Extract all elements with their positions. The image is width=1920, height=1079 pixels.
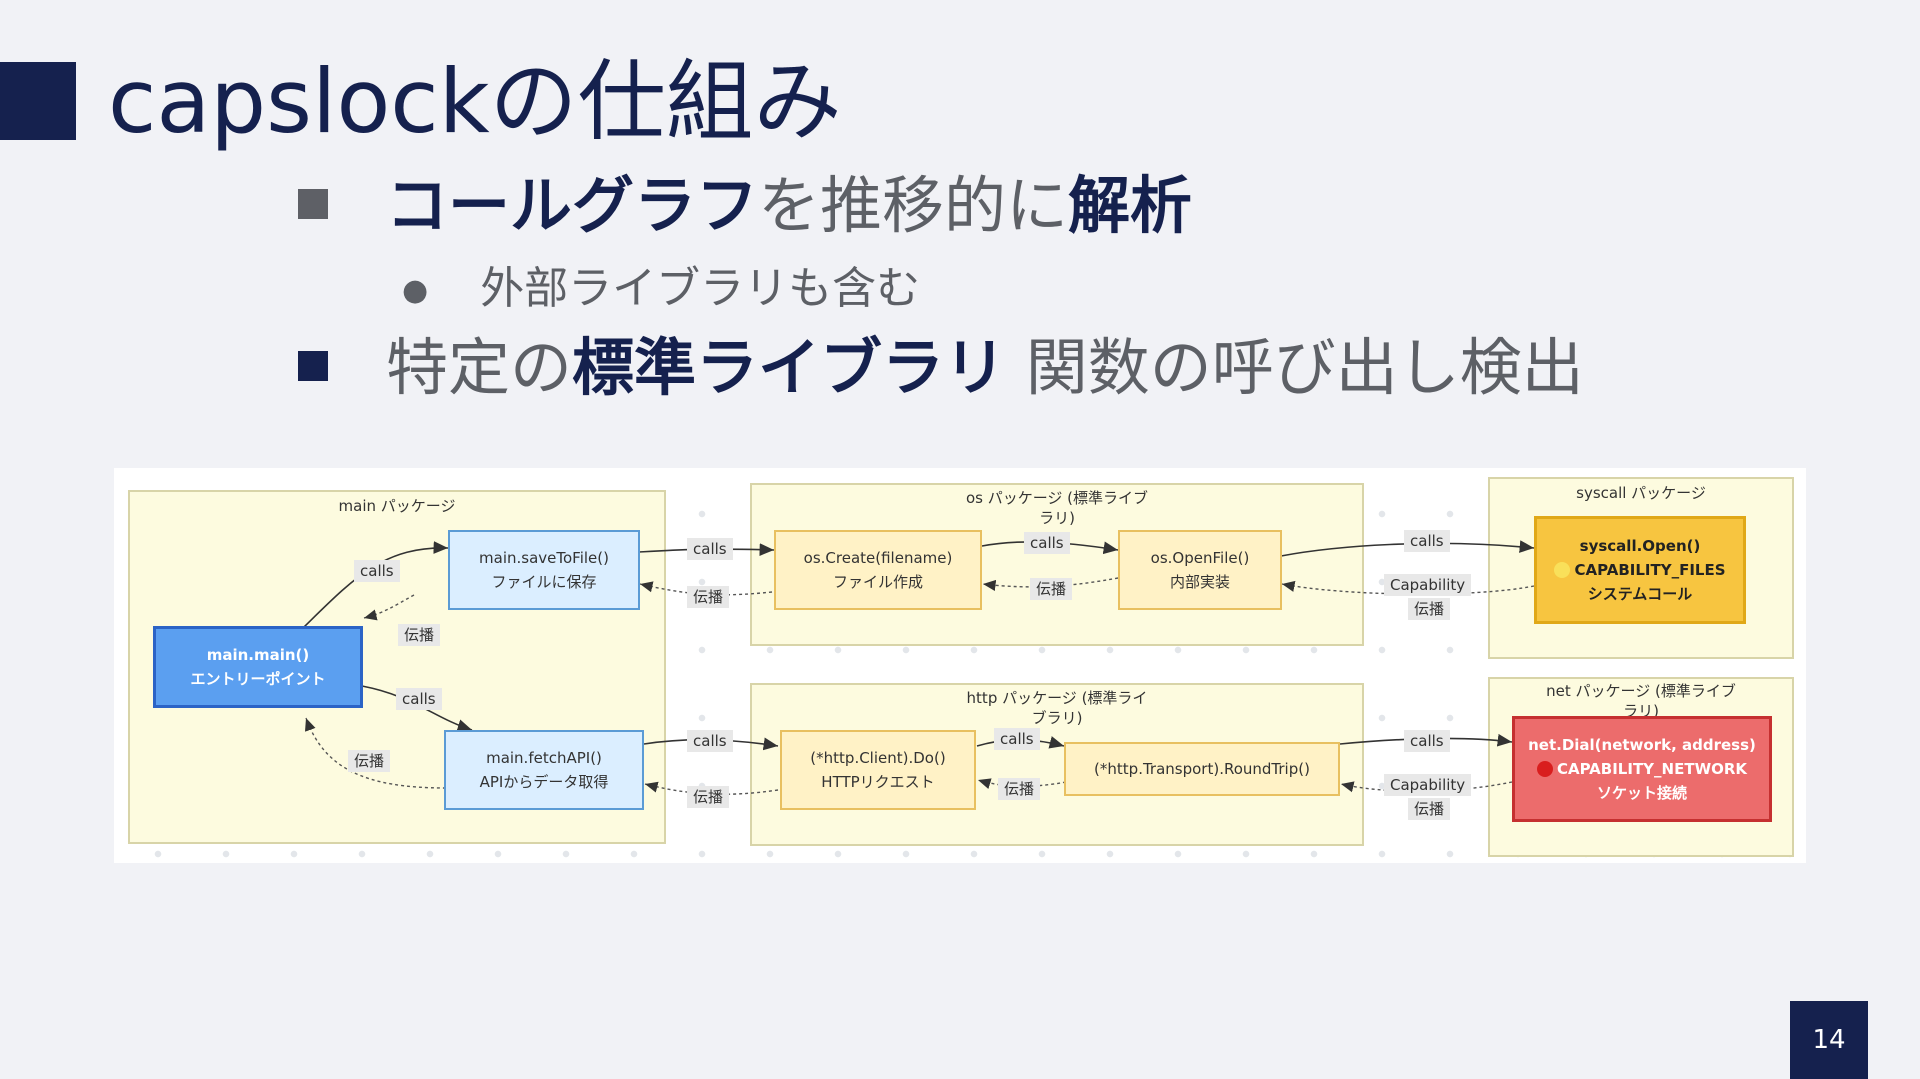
node-syscall-open-name: syscall.Open()	[1579, 537, 1701, 555]
sub-bullet: ● 外部ライブラリも含む	[402, 260, 920, 320]
edge-label-propagate: 伝播	[348, 750, 391, 772]
node-os-open-name: os.OpenFile()	[1150, 549, 1250, 567]
edge-label-propagate: 伝播	[998, 778, 1041, 800]
bullet-2-pre: 特定の	[386, 331, 573, 404]
node-os-create-name: os.Create(filename)	[803, 549, 953, 567]
node-syscall-open-desc: システムコール	[1587, 585, 1693, 603]
edge-label-propagate: 伝播	[398, 624, 441, 646]
bullet-1-bold-2: 解析	[1068, 169, 1193, 242]
edge-label-calls: calls	[396, 688, 442, 710]
edge-label-capability-propagate: 伝播	[1408, 798, 1451, 820]
slide-title: capslockの仕組み	[108, 50, 842, 153]
node-main-main: main.main() エントリーポイント	[153, 626, 363, 708]
node-http-client-do: (*http.Client).Do() HTTPリクエスト	[780, 730, 976, 810]
node-net-dial-desc: ソケット接続	[1596, 784, 1687, 802]
node-os-open-desc: 内部実装	[1169, 573, 1230, 591]
node-net-dial: net.Dial(network, address) CAPABILITY_NE…	[1512, 716, 1772, 822]
bullet-2-bold: 標準ライブラリ	[572, 331, 1007, 404]
edge-label-calls: calls	[687, 730, 733, 752]
node-save-to-file: main.saveToFile() ファイルに保存	[448, 530, 640, 610]
node-roundtrip-name: (*http.Transport).RoundTrip()	[1094, 760, 1310, 778]
bullet-square-icon	[298, 350, 328, 381]
edge-propagate-syscall-to-open	[1281, 580, 1535, 595]
capability-files-label: CAPABILITY_FILES	[1574, 561, 1726, 579]
edge-label-capability: Capability	[1384, 574, 1472, 596]
node-os-create: os.Create(filename) ファイル作成	[774, 530, 982, 610]
bullet-1: コールグラフを推移的に解析	[298, 168, 1192, 244]
bullet-2: 特定の標準ライブラリ 関数の呼び出し検出	[298, 330, 1584, 406]
node-http-do-desc: HTTPリクエスト	[821, 773, 935, 791]
bullet-square-icon	[298, 188, 328, 219]
node-save-desc: ファイルに保存	[491, 573, 597, 591]
edge-label-calls: calls	[687, 538, 733, 560]
package-net-label: net パッケージ (標準ライブ ラリ)	[1546, 682, 1736, 720]
edge-label-propagate: 伝播	[687, 786, 730, 808]
node-fetch-name: main.fetchAPI()	[486, 749, 602, 767]
edge-propagate-create-to-save	[639, 581, 773, 596]
edge-label-calls: calls	[994, 728, 1040, 750]
node-main-main-desc: エントリーポイント	[190, 670, 326, 688]
package-http-label: http パッケージ (標準ライ ブラリ)	[966, 689, 1148, 727]
node-roundtrip: (*http.Transport).RoundTrip()	[1064, 742, 1340, 796]
node-http-do-name: (*http.Client).Do()	[810, 749, 946, 767]
edge-open-to-syscall	[1280, 540, 1535, 557]
node-syscall-open: syscall.Open() CAPABILITY_FILES システムコール	[1534, 516, 1746, 624]
edge-label-calls: calls	[1404, 730, 1450, 752]
edge-propagate-open-to-create	[982, 577, 1119, 592]
node-syscall-open-capability: CAPABILITY_FILES	[1554, 558, 1726, 582]
red-circle-icon	[1536, 760, 1553, 777]
bullet-2-text: 関数の呼び出し検出	[1006, 331, 1584, 404]
sub-bullet-text: 外部ライブラリも含む	[480, 263, 921, 314]
edge-label-capability-propagate: 伝播	[1408, 598, 1451, 620]
edge-propagate-roundtrip-to-do	[977, 778, 1067, 790]
package-main-label: main パッケージ	[338, 497, 456, 515]
capability-network-label: CAPABILITY_NETWORK	[1556, 760, 1748, 778]
edge-label-capability: Capability	[1384, 774, 1472, 796]
edge-label-calls: calls	[1404, 530, 1450, 552]
node-os-create-desc: ファイル作成	[832, 573, 923, 591]
call-graph-diagram: main パッケージ os パッケージ (標準ライブ ラリ) http パッケー…	[114, 468, 1806, 863]
edge-label-calls: calls	[1024, 532, 1070, 554]
sub-bullet-dot-icon: ●	[402, 273, 429, 308]
title-accent-bar	[0, 62, 76, 140]
node-save-name: main.saveToFile()	[479, 549, 609, 567]
yellow-circle-icon	[1554, 561, 1571, 578]
node-net-dial-capability: CAPABILITY_NETWORK	[1536, 757, 1748, 781]
package-syscall-label: syscall パッケージ	[1576, 484, 1706, 502]
node-main-main-name: main.main()	[206, 646, 310, 664]
page-number: 14	[1790, 1001, 1868, 1079]
node-os-openfile: os.OpenFile() 内部実装	[1118, 530, 1282, 610]
bullet-1-text: を推移的に	[758, 169, 1069, 242]
edge-propagate-save-to-main	[363, 594, 415, 621]
node-net-dial-name: net.Dial(network, address)	[1528, 736, 1756, 754]
edge-label-calls: calls	[354, 560, 400, 582]
bullet-1-bold: コールグラフ	[386, 169, 759, 242]
node-fetch-api: main.fetchAPI() APIからデータ取得	[444, 730, 644, 810]
edge-label-propagate: 伝播	[687, 586, 730, 608]
edge-label-propagate: 伝播	[1030, 578, 1073, 600]
package-os-label: os パッケージ (標準ライブ ラリ)	[965, 489, 1149, 527]
node-fetch-desc: APIからデータ取得	[479, 773, 609, 791]
